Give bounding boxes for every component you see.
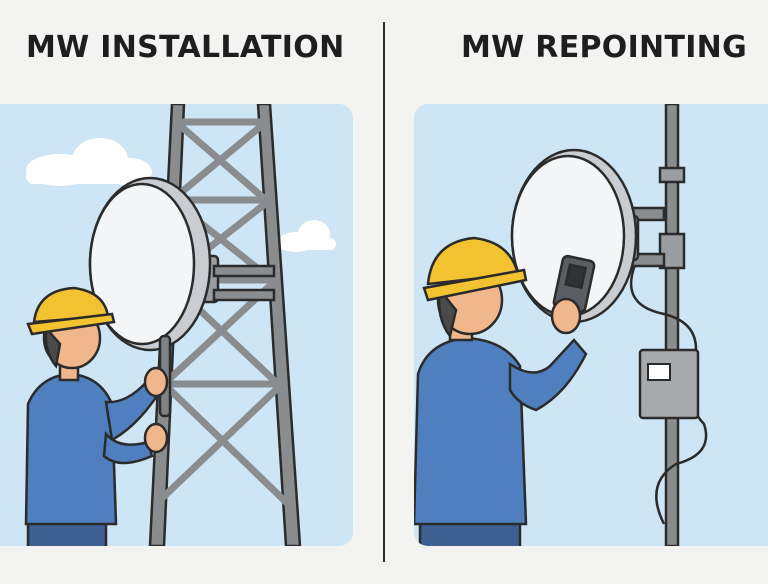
panel-divider bbox=[383, 22, 385, 562]
dish-antenna-icon bbox=[88, 176, 276, 418]
installation-illustration bbox=[0, 104, 353, 546]
cloud-icon bbox=[278, 220, 336, 252]
worker-icon bbox=[414, 236, 596, 546]
repointing-illustration bbox=[414, 104, 768, 546]
title-mw-repointing: MW REPOINTING bbox=[461, 30, 747, 65]
hard-hat-icon bbox=[26, 286, 116, 336]
repointing-scene bbox=[414, 104, 768, 546]
title-mw-installation: MW INSTALLATION bbox=[26, 30, 345, 65]
hard-hat-icon bbox=[422, 236, 528, 302]
cloud-icon bbox=[26, 138, 152, 186]
worker-icon bbox=[24, 286, 169, 546]
installation-scene bbox=[0, 104, 353, 546]
dish-antenna-icon bbox=[510, 148, 666, 324]
junction-box-icon bbox=[638, 348, 700, 420]
mast-icon bbox=[658, 104, 686, 546]
